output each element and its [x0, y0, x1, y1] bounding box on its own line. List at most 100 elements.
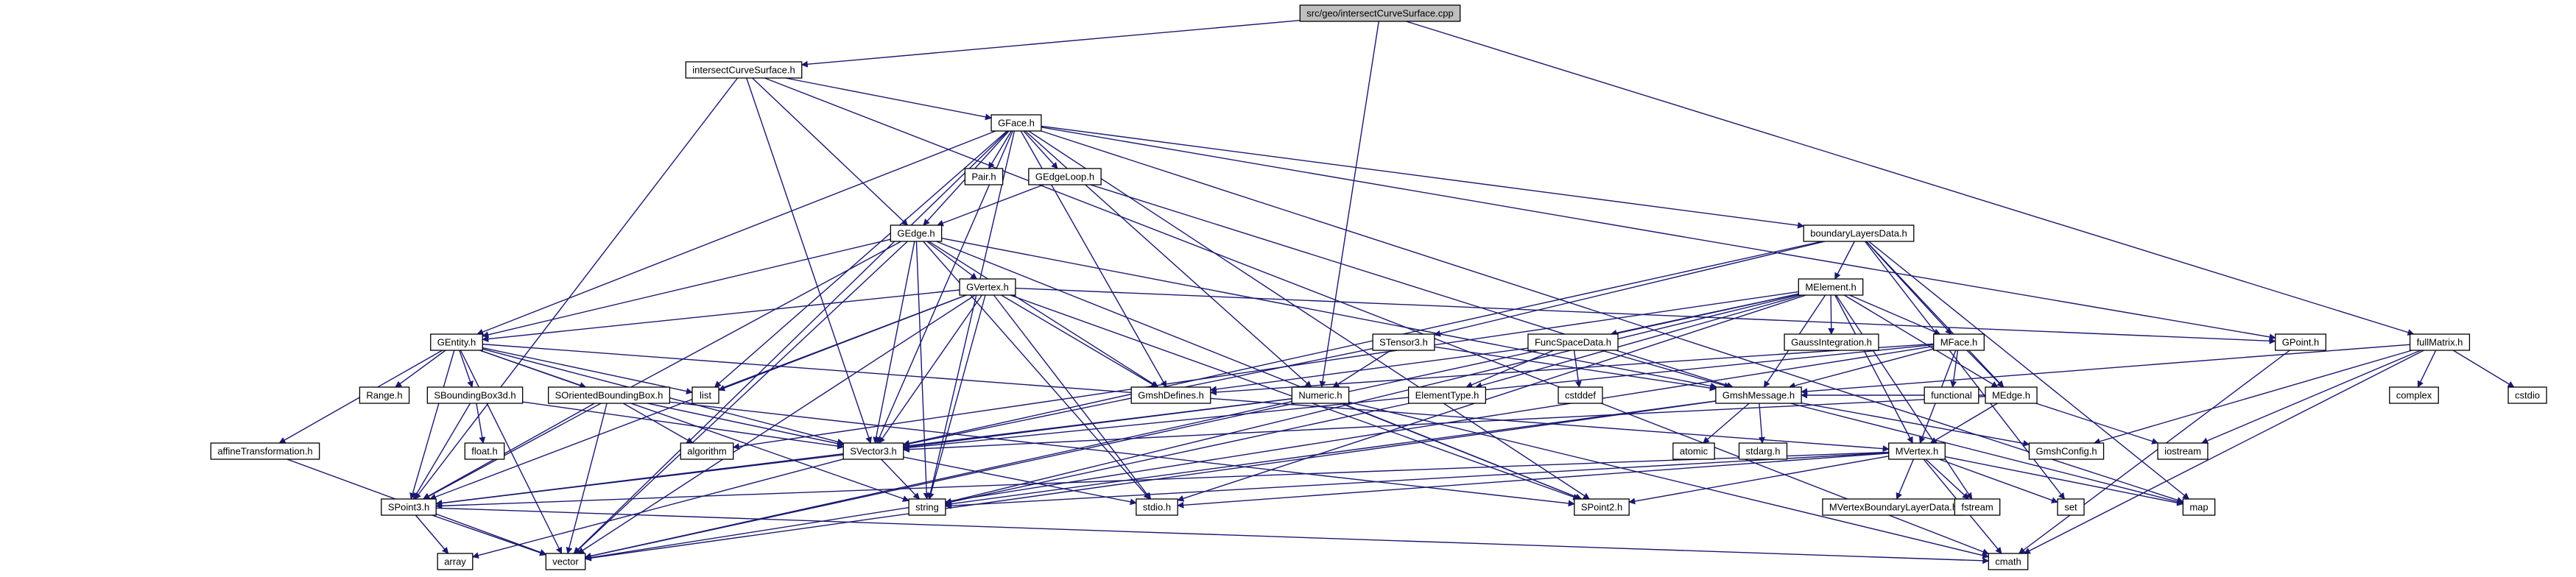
node-box: [680, 442, 734, 460]
node-gpoint[interactable]: GPoint.h: [2275, 333, 2326, 351]
node-gaussint[interactable]: GaussIntegration.h: [1784, 333, 1879, 351]
node-label: GPoint.h: [2282, 337, 2320, 348]
node-svector3[interactable]: SVector3.h: [842, 442, 904, 460]
edge-sobb-to-spoint3: [422, 403, 595, 500]
node-range[interactable]: Range.h: [359, 386, 410, 404]
node-cstdio: cstdio: [2508, 386, 2547, 404]
node-box: [437, 553, 474, 570]
node-label: src/geo/intersectCurveSurface.cpp: [1306, 8, 1453, 19]
node-box: [685, 61, 803, 79]
node-spoint3[interactable]: SPoint3.h: [381, 498, 437, 516]
edge-melement-to-stdio: [1177, 294, 1806, 502]
node-box: [359, 386, 410, 404]
node-affine[interactable]: affineTransformation.h: [210, 442, 320, 460]
node-icsh[interactable]: intersectCurveSurface.h: [685, 61, 803, 79]
node-gvertex[interactable]: GVertex.h: [959, 278, 1016, 296]
edge-gvertex-to-string: [927, 294, 986, 500]
edge-mvertex-to-fstream: [1925, 459, 1969, 500]
edge-gface-to-gedgeloop: [1023, 130, 1058, 169]
node-string: string: [908, 498, 946, 516]
node-gface[interactable]: GFace.h: [990, 114, 1042, 132]
edge-stensor3-to-numeric: [1332, 350, 1392, 388]
node-mvbld[interactable]: MVertexBoundaryLayerData.h: [1822, 498, 1965, 516]
node-stensor3[interactable]: STensor3.h: [1372, 333, 1435, 351]
node-label: vector: [552, 556, 579, 567]
edge-mvertex-to-spoint2: [1628, 456, 1889, 505]
edge-funcspace-to-gmshdefines: [1209, 347, 1529, 393]
node-label: GEntity.h: [437, 337, 476, 348]
node-melement[interactable]: MElement.h: [1798, 278, 1864, 296]
node-label: cstdio: [2515, 390, 2540, 401]
node-blayers[interactable]: boundaryLayersData.h: [1803, 224, 1915, 242]
node-label: cstddef: [1565, 390, 1596, 401]
edge-sbb-to-spoint3: [412, 403, 471, 500]
node-label: string: [915, 502, 939, 513]
edge-gvertex-to-stdio: [993, 294, 1152, 500]
node-box: [1888, 442, 1946, 460]
node-gedge[interactable]: GEdge.h: [890, 224, 943, 242]
node-label: float.h: [471, 446, 497, 457]
node-box: [1574, 498, 1630, 516]
edge-icsh-to-cmath: [764, 77, 1990, 555]
edge-numeric-to-cmath: [1348, 401, 1990, 559]
node-box: [381, 498, 437, 516]
node-box: [2057, 498, 2085, 516]
node-cstddef: cstddef: [1558, 386, 1603, 404]
node-gmshmessage[interactable]: GmshMessage.h: [1715, 386, 1802, 404]
node-label: atomic: [1680, 446, 1708, 457]
node-fullmatrix[interactable]: fullMatrix.h: [2409, 333, 2471, 351]
node-medge[interactable]: MEdge.h: [1985, 386, 2038, 404]
node-gmshdefines[interactable]: GmshDefines.h: [1130, 386, 1211, 404]
edge-gmshmessage-to-atomic: [1703, 403, 1750, 444]
node-numeric[interactable]: Numeric.h: [1291, 386, 1350, 404]
node-root[interactable]: src/geo/intersectCurveSurface.cpp: [1299, 4, 1461, 22]
node-pair[interactable]: Pair.h: [964, 168, 1004, 185]
node-box: [426, 386, 524, 404]
edge-icsh-to-svector3: [746, 77, 872, 444]
edge-melement-to-fstream: [1835, 294, 1973, 500]
node-box: [1933, 333, 1985, 351]
edge-mface-to-gmshmessage: [1788, 348, 1934, 389]
node-algorithm: algorithm: [680, 442, 734, 460]
edge-mface-to-functional: [1950, 350, 1959, 388]
node-array: array: [437, 553, 474, 570]
edge-mface-to-gmshdefines: [1209, 343, 1934, 396]
node-box: [890, 224, 943, 242]
node-sobb[interactable]: SOrientedBoundingBox.h: [547, 386, 671, 404]
node-label: GmshDefines.h: [1138, 390, 1204, 401]
edge-spoint3-to-array: [415, 514, 449, 554]
edge-gvertex-to-svector3: [879, 294, 982, 444]
edge-icsh-to-spoint3: [414, 77, 739, 500]
node-funcspace[interactable]: FuncSpaceData.h: [1527, 333, 1619, 351]
node-atomic: atomic: [1672, 442, 1715, 460]
edge-gface-to-string: [926, 130, 1016, 500]
node-box: [990, 114, 1042, 132]
edge-gvertex-to-vector: [577, 294, 976, 554]
node-mvertex[interactable]: MVertex.h: [1888, 442, 1946, 460]
node-box: [1672, 442, 1715, 460]
node-vector: vector: [545, 553, 586, 570]
node-gedgeloop[interactable]: GEdgeLoop.h: [1028, 168, 1102, 185]
edge-gface-to-gpoint: [1041, 127, 2276, 341]
node-box: [908, 498, 946, 516]
node-box: [1372, 333, 1435, 351]
node-label: GmshMessage.h: [1722, 390, 1795, 401]
node-gentity[interactable]: GEntity.h: [430, 333, 483, 351]
node-box: [210, 442, 320, 460]
node-gmshconfig[interactable]: GmshConfig.h: [2028, 442, 2105, 460]
node-mface[interactable]: MFace.h: [1933, 333, 1985, 351]
node-sbb[interactable]: SBoundingBox3d.h: [426, 386, 524, 404]
edge-svector3-to-stdio: [903, 456, 1137, 506]
node-elementtype[interactable]: ElementType.h: [1407, 386, 1487, 404]
node-spoint2[interactable]: SPoint2.h: [1574, 498, 1630, 516]
node-label: SVector3.h: [850, 446, 897, 457]
edge-gmshmessage-to-stdarg: [1759, 403, 1765, 444]
node-stdio: stdio.h: [1136, 498, 1178, 516]
edge-blayers-to-stensor3: [1434, 241, 1826, 337]
node-box: [2508, 386, 2547, 404]
node-complex: complex: [2389, 386, 2439, 404]
node-set: set: [2057, 498, 2085, 516]
edge-gvertex-to-gpoint: [1015, 287, 2276, 344]
edge-mvertex-to-set: [1939, 459, 2058, 503]
